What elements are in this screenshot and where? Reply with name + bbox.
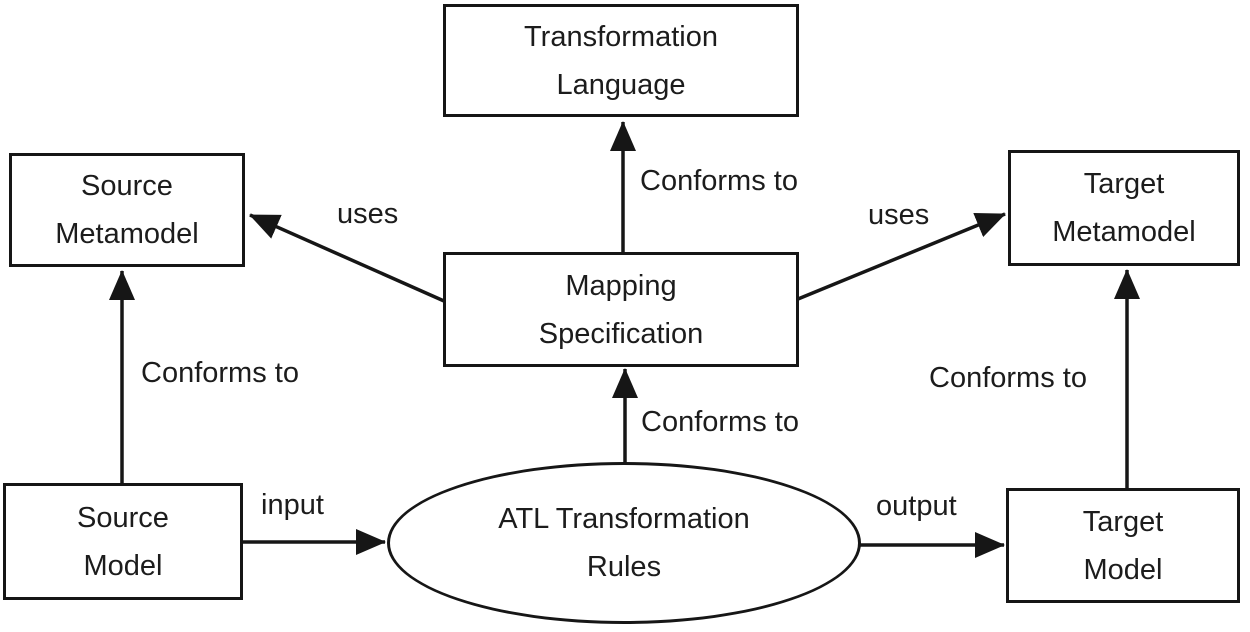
node-label-line: Specification — [538, 317, 704, 350]
node-label-line: Transformation — [524, 20, 718, 53]
node-label-line: Target — [1082, 505, 1164, 538]
edge-label-output: output — [876, 490, 957, 522]
edge-label-conforms-to-language: Conforms to — [640, 165, 798, 197]
node-source-model: Source Model — [3, 483, 243, 600]
node-label-line: Language — [556, 68, 686, 101]
node-target-metamodel: Target Metamodel — [1008, 150, 1240, 266]
edge-label-conforms-to-mapping: Conforms to — [641, 406, 799, 438]
edge-label-conforms-to-target-metamodel: Conforms to — [929, 362, 1087, 394]
edge-uses-source — [249, 213, 445, 303]
node-label-line: Target — [1083, 168, 1165, 200]
node-target-model: Target Model — [1006, 488, 1240, 603]
node-transformation-language: Transformation Language — [443, 4, 799, 117]
edge-label-conforms-to-source-metamodel: Conforms to — [141, 357, 299, 389]
node-label-line: Metamodel — [1052, 216, 1196, 248]
node-label-line: Model — [83, 549, 163, 582]
node-label-line: Mapping — [565, 269, 677, 302]
node-label-line: ATL Transformation — [498, 503, 750, 535]
edge-label-uses-target: uses — [868, 199, 930, 231]
node-mapping-specification: Mapping Specification — [443, 252, 799, 367]
edge-uses-target — [797, 212, 1006, 301]
edge-label-input: input — [261, 489, 324, 521]
edge-label-uses-source: uses — [337, 198, 399, 230]
node-label-line: Rules — [586, 551, 662, 583]
node-atl-transformation-rules: ATL Transformation Rules — [387, 462, 861, 624]
node-label-line: Source — [81, 170, 173, 202]
node-label-line: Model — [1083, 553, 1163, 586]
node-source-metamodel: Source Metamodel — [9, 153, 245, 267]
node-label-line: Source — [77, 501, 169, 534]
node-label-line: Metamodel — [55, 218, 199, 250]
